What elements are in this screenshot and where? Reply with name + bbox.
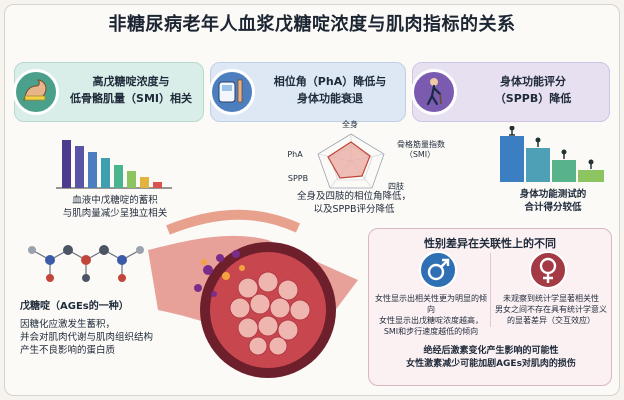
bar-caption-line1: 血液中戊糖啶的蓄积 xyxy=(72,195,158,206)
panel-pha-line2: 身体功能衰退 xyxy=(297,92,363,105)
male-symbol-icon xyxy=(419,251,457,289)
gender-divider xyxy=(490,253,491,327)
radar-label-bottom-right: 四肢 xyxy=(388,182,404,191)
pentosidine-molecule-illustration xyxy=(28,245,144,282)
male-text: 女性显示出相关性更为明显的倾向 女性显示出戊糖啶浓度越高， SMI和步行速度越低… xyxy=(373,293,489,337)
panel-sppb-line1: 身体功能评分 xyxy=(500,75,566,88)
bicep-measuring-tape-icon xyxy=(13,69,59,115)
page-title: 非糖尿病老年人血浆戊糖啶浓度与肌肉指标的关系 xyxy=(108,14,516,35)
panel-sppb-line2: （SPPB）降低 xyxy=(494,92,572,105)
female-text-line2: 男女之间不存在具有统计学意义 xyxy=(495,305,607,314)
declining-bars-illustration xyxy=(56,140,172,189)
bioimpedance-device-icon xyxy=(209,69,255,115)
panel-pha: 相位角（PhA）降低与 身体功能衰退 xyxy=(209,62,406,122)
gender-title: 性别差异在关联性上的不同 xyxy=(424,237,556,250)
steps-caption: 身体功能测试的 合计得分较低 xyxy=(498,188,608,214)
radar-label-right: 骨格筋量指数 xyxy=(397,140,445,149)
male-text-line2: 女性显示出戊糖啶浓度越高， xyxy=(379,316,483,325)
declining-steps-illustration xyxy=(500,126,604,182)
molecule-caption-line2: 并会对肌肉代谢与肌肉组织结构 xyxy=(20,332,154,343)
molecule-caption-line1: 因糖化应激发生蓄积， xyxy=(20,319,116,330)
radar-caption-line1: 全身及四肢的相位角降低， xyxy=(296,191,411,202)
panel-smi: 高戊糖啶浓度与 低骨骼肌量（SMI）相关 xyxy=(13,62,204,122)
gender-footer-line2: 女性激素减少可能加剧AGEs对肌肉的损伤 xyxy=(406,359,576,369)
female-text: 未观察到统计学显著相关性 男女之间不存在具有统计学意义 的显著差异（交互效应） xyxy=(493,293,609,326)
radar-label-top: 全身 xyxy=(342,120,358,129)
bar-caption-line2: 与肌肉量减少呈独立相关 xyxy=(62,208,168,219)
panel-pha-line1: 相位角（PhA）降低与 xyxy=(273,75,387,88)
radar-caption-line2: 以及SPPB评分降低 xyxy=(313,204,395,215)
radar-label-left: PhA xyxy=(287,150,303,159)
panel-sppb: 身体功能评分 （SPPB）降低 xyxy=(411,62,610,122)
molecule-caption-line3: 产生不良影响的蛋白质 xyxy=(20,345,116,356)
gender-footer: 绝经后激素变化产生影响的可能性 女性激素减少可能加剧AGEs对肌肉的损伤 xyxy=(373,345,609,371)
female-symbol-icon xyxy=(529,251,567,289)
female-text-line3: 的显著差异（交互效应） xyxy=(507,316,595,325)
male-text-line3: SMI和步行速度越低的倾向 xyxy=(383,327,479,336)
molecule-title: 戊糖啶（AGEs的一种） xyxy=(20,301,129,312)
male-text-line1: 女性显示出相关性更为明显的倾向 xyxy=(375,294,487,314)
panel-smi-line2: 低骨骼肌量（SMI）相关 xyxy=(70,92,192,105)
steps-caption-line2: 合计得分较低 xyxy=(524,202,582,213)
radar-label-bottom-left: SPPB xyxy=(287,174,309,183)
gender-footer-line1: 绝经后激素变化产生影响的可能性 xyxy=(423,346,559,356)
radar-chart-illustration xyxy=(317,133,385,189)
female-text-line1: 未观察到统计学显著相关性 xyxy=(503,294,599,303)
walking-elderly-icon xyxy=(411,69,457,115)
radar-caption: 全身及四肢的相位角降低， 以及SPPB评分降低 xyxy=(286,190,422,216)
molecule-caption: 因糖化应激发生蓄积， 并会对肌肉代谢与肌肉组织结构 产生不良影响的蛋白质 xyxy=(20,318,190,357)
gender-difference-panel: 性别差异在关联性上的不同 女性显示出相关性更为明显的倾向 女性显示出戊糖啶浓度越… xyxy=(368,228,612,386)
panel-smi-line1: 高戊糖啶浓度与 xyxy=(92,75,170,88)
radar-label-right2: （SMI） xyxy=(404,150,436,159)
steps-caption-line1: 身体功能测试的 xyxy=(519,189,587,200)
muscle-cross-section-illustration xyxy=(148,209,358,378)
bar-caption: 血液中戊糖啶的蓄积 与肌肉量减少呈独立相关 xyxy=(40,194,190,220)
